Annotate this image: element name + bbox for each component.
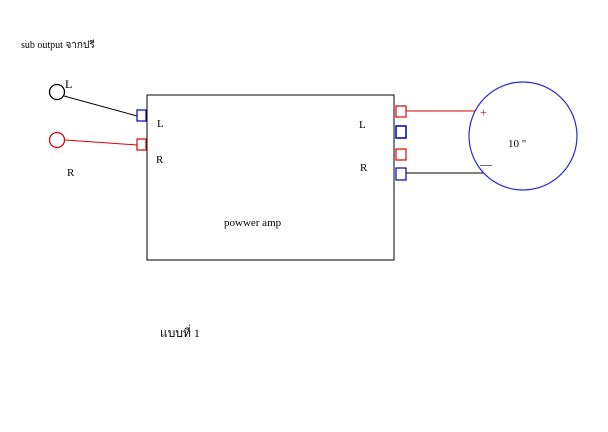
speaker-size-label: 10 " [508, 138, 526, 150]
speaker-minus-label: — [479, 157, 493, 171]
diagram-title: sub output จากปรี [21, 39, 95, 51]
amp-input-right-terminal [136, 138, 147, 151]
source-right-jack [48, 131, 66, 149]
amp-output-left-minus-terminal [395, 125, 407, 139]
amp-output-right-label: R [360, 162, 368, 174]
source-left-jack [48, 83, 66, 101]
left-input-wire [63, 95, 138, 117]
source-left-label: L [65, 77, 72, 91]
amp-output-right-plus-terminal [395, 148, 407, 161]
amp-output-left-plus-terminal [395, 105, 407, 118]
speaker-plus-label: + [480, 105, 487, 119]
power-amp-box [146, 94, 395, 261]
right-input-wire [64, 139, 138, 146]
amp-input-left-label: L [157, 118, 164, 130]
power-amp-label: powwer amp [224, 217, 282, 229]
source-right-label: R [67, 167, 75, 179]
subwoofer-speaker [468, 81, 578, 191]
amp-output-right-minus-terminal [395, 167, 407, 181]
diagram-caption: แบบที่ 1 [160, 324, 200, 340]
amp-output-left-label: L [359, 119, 366, 131]
amp-input-left-terminal [136, 109, 147, 122]
amp-input-right-label: R [156, 154, 164, 166]
